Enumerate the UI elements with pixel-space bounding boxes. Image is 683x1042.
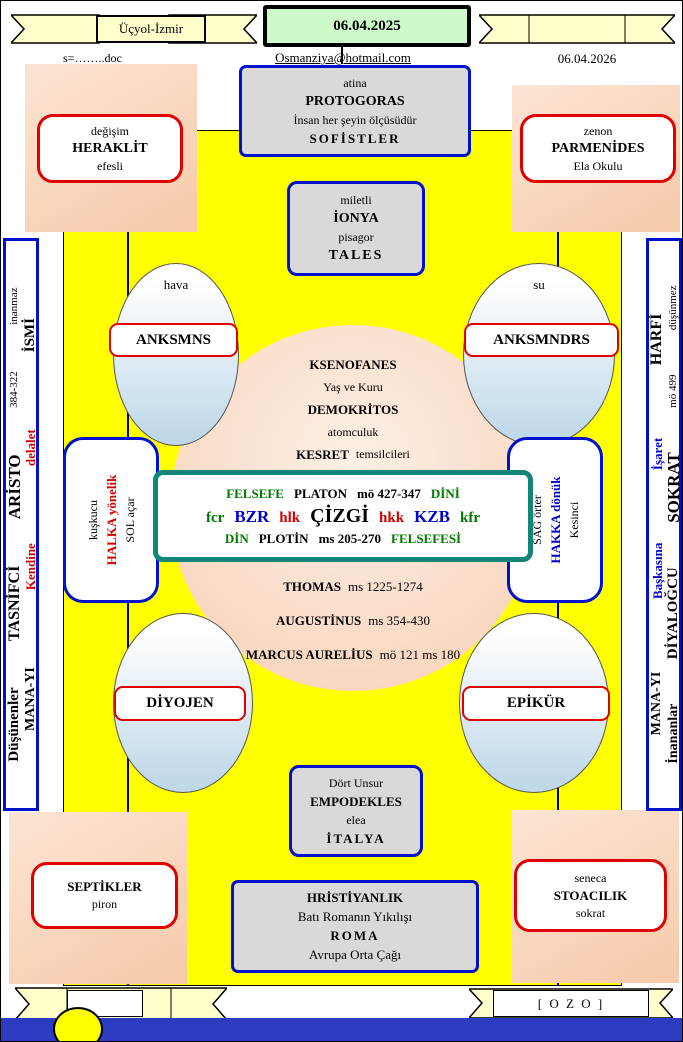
- date-box: 06.04.2025: [263, 5, 471, 47]
- efesli-line: efesli: [97, 158, 123, 173]
- sofistler-line: SOFİSTLER: [309, 130, 401, 146]
- anksmndrs-box: ANKSMNDRS: [464, 323, 619, 357]
- italya-line: İTALYA: [326, 830, 386, 846]
- right-sidebar: MANA-YI Başkasına İşaret HARFİ İnananlar…: [646, 238, 682, 811]
- elea-line: elea: [346, 812, 366, 827]
- date-box-label: 06.04.2025: [333, 17, 401, 34]
- heraklit-box: değişim HERAKLİT efesli: [37, 114, 183, 183]
- heraklit-line: HERAKLİT: [72, 140, 148, 156]
- email-text: Osmanziya@hotmail.com: [275, 50, 411, 65]
- diyojen-label: DİYOJEN: [146, 695, 214, 711]
- hava-label: hava: [163, 277, 189, 292]
- dort-unsur-line: Dört Unsur: [328, 775, 384, 790]
- anksmns-label: ANKSMNS: [135, 331, 211, 348]
- ionya-box: miletli İONYA pisagor TALES: [287, 181, 425, 276]
- atomculuk-line: atomculuk: [327, 425, 379, 439]
- mana-ismi-row: MANA-YI Kendine delalet İSMİ: [22, 318, 38, 731]
- date-right: 06.04.2026: [557, 51, 617, 66]
- left-pill-text: kuşkucu HALKA yönelik SOL açar: [66, 440, 156, 600]
- footer-yellow-tab: [53, 1007, 103, 1041]
- seneca-line: seneca: [574, 870, 607, 885]
- left-sidebar-text: Düşünenler TASNİFCİ ARİSTO 384-322 inanm…: [5, 241, 38, 808]
- hristiyanlik-line: HRİSTİYANLIK: [306, 890, 404, 905]
- aristo-row: Düşünenler TASNİFCİ ARİSTO 384-322 inanm…: [5, 287, 24, 762]
- orta-cagi-line: Avrupa Orta Çağı: [308, 947, 402, 962]
- stoacilik-box: seneca STOACILIK sokrat: [514, 859, 667, 932]
- yas-kuru-line: Yaş ve Kuru: [323, 380, 383, 394]
- ribbon-top-left-tail-left: [11, 14, 100, 44]
- epikur-label: EPİKÜR: [506, 695, 566, 711]
- su-label: su: [533, 277, 545, 292]
- septikler-box: SEPTİKLER piron: [31, 862, 178, 929]
- sokrat-row: İnananlar DİYALOĞCU SOKRAT mö 499 düşünm…: [664, 285, 683, 764]
- kesret-line: KESRET temsilcileri: [296, 447, 410, 462]
- pisagor-line: pisagor: [338, 230, 374, 244]
- sofistler-box: atina PROTOGORAS İnsan her şeyin ölçüsüd…: [239, 65, 471, 157]
- right-sidebar-text: MANA-YI Başkasına İşaret HARFİ İnananlar…: [648, 241, 683, 808]
- date-connector-line: [341, 46, 343, 64]
- olcu-line: İnsan her şeyin ölçüsüdür: [293, 112, 417, 127]
- hristiyanlik-box: HRİSTİYANLIK Batı Romanın Yıkılışı ROMA …: [231, 880, 479, 973]
- parmenides-line: PARMENİDES: [551, 140, 645, 156]
- ucyol-izmir-box: Üçyol-İzmir: [96, 15, 206, 43]
- ozo-label: [ O Z O ]: [537, 995, 605, 1011]
- piron-line: piron: [91, 897, 118, 911]
- left-pill: kuşkucu HALKA yönelik SOL açar: [63, 437, 159, 603]
- roma-line: ROMA: [330, 928, 380, 943]
- hakka-donuk-line: HAKKA dönük: [547, 476, 563, 564]
- left-sidebar: Düşünenler TASNİFCİ ARİSTO 384-322 inanm…: [3, 238, 39, 811]
- mana-harfi-row: MANA-YI Başkasına İşaret HARFİ: [648, 313, 665, 736]
- circle-upper-text: KSENOFANES Yaş ve Kuru DEMOKRİTOS atomcu…: [170, 357, 536, 463]
- miletli-line: miletli: [340, 193, 372, 207]
- ionya-line: İONYA: [333, 211, 379, 226]
- protogoras-line: PROTOGORAS: [305, 93, 405, 109]
- anksmndrs-label: ANKSMNDRS: [493, 331, 590, 348]
- atina-line: atina: [343, 75, 367, 90]
- ucyol-izmir-label: Üçyol-İzmir: [118, 21, 184, 36]
- tales-line: TALES: [328, 248, 384, 263]
- ozo-box: [ O Z O ]: [493, 990, 649, 1017]
- bati-roma-line: Batı Romanın Yıkılışı: [297, 909, 413, 924]
- ribbon-top-right: [479, 14, 675, 44]
- footer-blue-bar: [1, 1018, 682, 1041]
- ela-okulu-line: Ela Okulu: [573, 158, 623, 173]
- septikler-line: SEPTİKLER: [67, 879, 142, 894]
- sol-acar-line: SOL açar: [122, 497, 137, 543]
- ksenofanes-line: KSENOFANES: [309, 357, 397, 372]
- halka-yonelik-line: HALKA yönelik: [103, 474, 119, 566]
- demokritos-line: DEMOKRİTOS: [307, 402, 399, 417]
- anksmns-box: ANKSMNS: [109, 323, 238, 357]
- sokrat-line: sokrat: [575, 905, 606, 920]
- empodekles-line: EMPODEKLES: [310, 793, 402, 809]
- kuskucu-line: kuşkucu: [85, 500, 100, 540]
- doc-note: s=……..doc: [63, 51, 122, 65]
- dort-unsur-box: Dört Unsur EMPODEKLES elea İTALYA: [289, 765, 423, 857]
- ribbon-top-right-shape: [479, 14, 675, 44]
- parmenides-box: zenon PARMENİDES Ela Okulu: [520, 114, 676, 183]
- kesinci-line: Kesinci: [566, 501, 581, 539]
- zenon-line: zenon: [583, 123, 613, 138]
- diyojen-box: DİYOJEN: [114, 686, 246, 721]
- stoacilik-line: STOACILIK: [553, 887, 628, 903]
- degisim-line: değişim: [91, 123, 129, 138]
- epikur-box: EPİKÜR: [462, 686, 610, 721]
